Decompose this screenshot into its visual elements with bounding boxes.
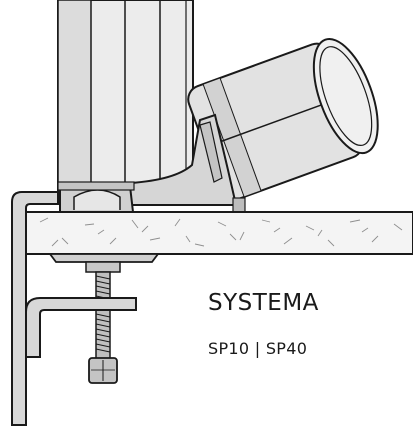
upright-column	[57, 0, 194, 191]
c-clamp-frame	[11, 191, 59, 426]
clamp-lower-jaw	[25, 297, 137, 358]
clamp-pressure-plate	[48, 253, 160, 273]
product-model-label: SP10 | SP40	[208, 339, 308, 358]
desk-board	[21, 211, 413, 255]
cylinder-holder	[187, 37, 379, 201]
product-brand-label: SYSTEMA	[208, 290, 319, 316]
base-block	[57, 181, 135, 213]
screw-knob	[88, 357, 118, 384]
threaded-screw	[95, 271, 111, 361]
swivel-arm	[129, 113, 246, 213]
